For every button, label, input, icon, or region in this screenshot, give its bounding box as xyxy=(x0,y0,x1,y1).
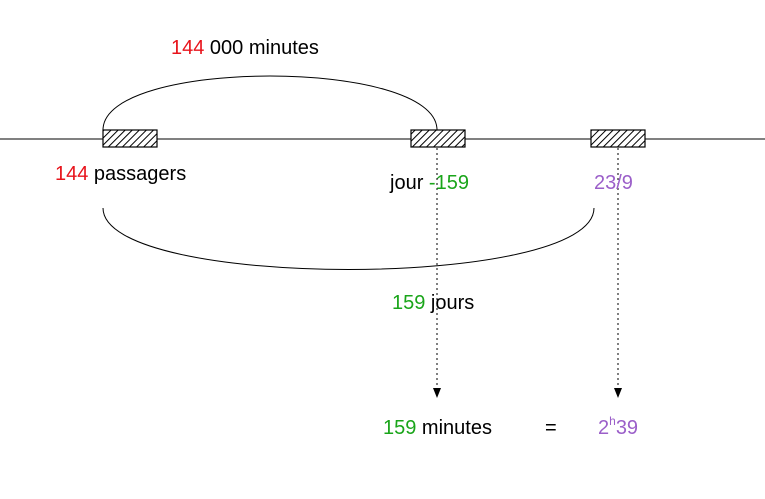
time-hour-unit: h xyxy=(609,414,616,428)
passengers-label: 144 passagers xyxy=(55,163,186,185)
top-arc-number: 144 xyxy=(171,37,204,59)
bottom-arc-text: jours xyxy=(425,292,474,314)
date-arrowhead-icon xyxy=(614,388,622,398)
day-text: jour xyxy=(389,172,429,194)
time-minutes: 39 xyxy=(616,417,638,439)
top-arc-label: 144 000 minutes xyxy=(171,37,319,59)
passengers-block xyxy=(102,129,158,148)
bottom-arc xyxy=(102,207,595,270)
passengers-number: 144 xyxy=(55,163,88,185)
day-number: -159 xyxy=(429,172,469,194)
time-result: 2h39 xyxy=(598,414,638,439)
day-arrowhead-icon xyxy=(433,388,441,398)
equals-sign: = xyxy=(545,417,557,439)
top-arc-text: 000 minutes xyxy=(204,37,319,59)
minutes-number: 159 xyxy=(383,417,416,439)
passengers-text: passagers xyxy=(88,163,186,185)
top-arc xyxy=(102,75,438,131)
date-block xyxy=(590,129,646,148)
minutes-text: minutes xyxy=(416,417,492,439)
minutes-label: 159 minutes xyxy=(383,417,492,439)
date-label: 23/9 xyxy=(594,172,633,194)
day-label: jour -159 xyxy=(389,172,469,194)
bottom-arc-number: 159 xyxy=(392,292,425,314)
day-block xyxy=(410,129,466,148)
bottom-arc-label: 159 jours xyxy=(392,292,474,314)
time-hours: 2 xyxy=(598,417,609,439)
